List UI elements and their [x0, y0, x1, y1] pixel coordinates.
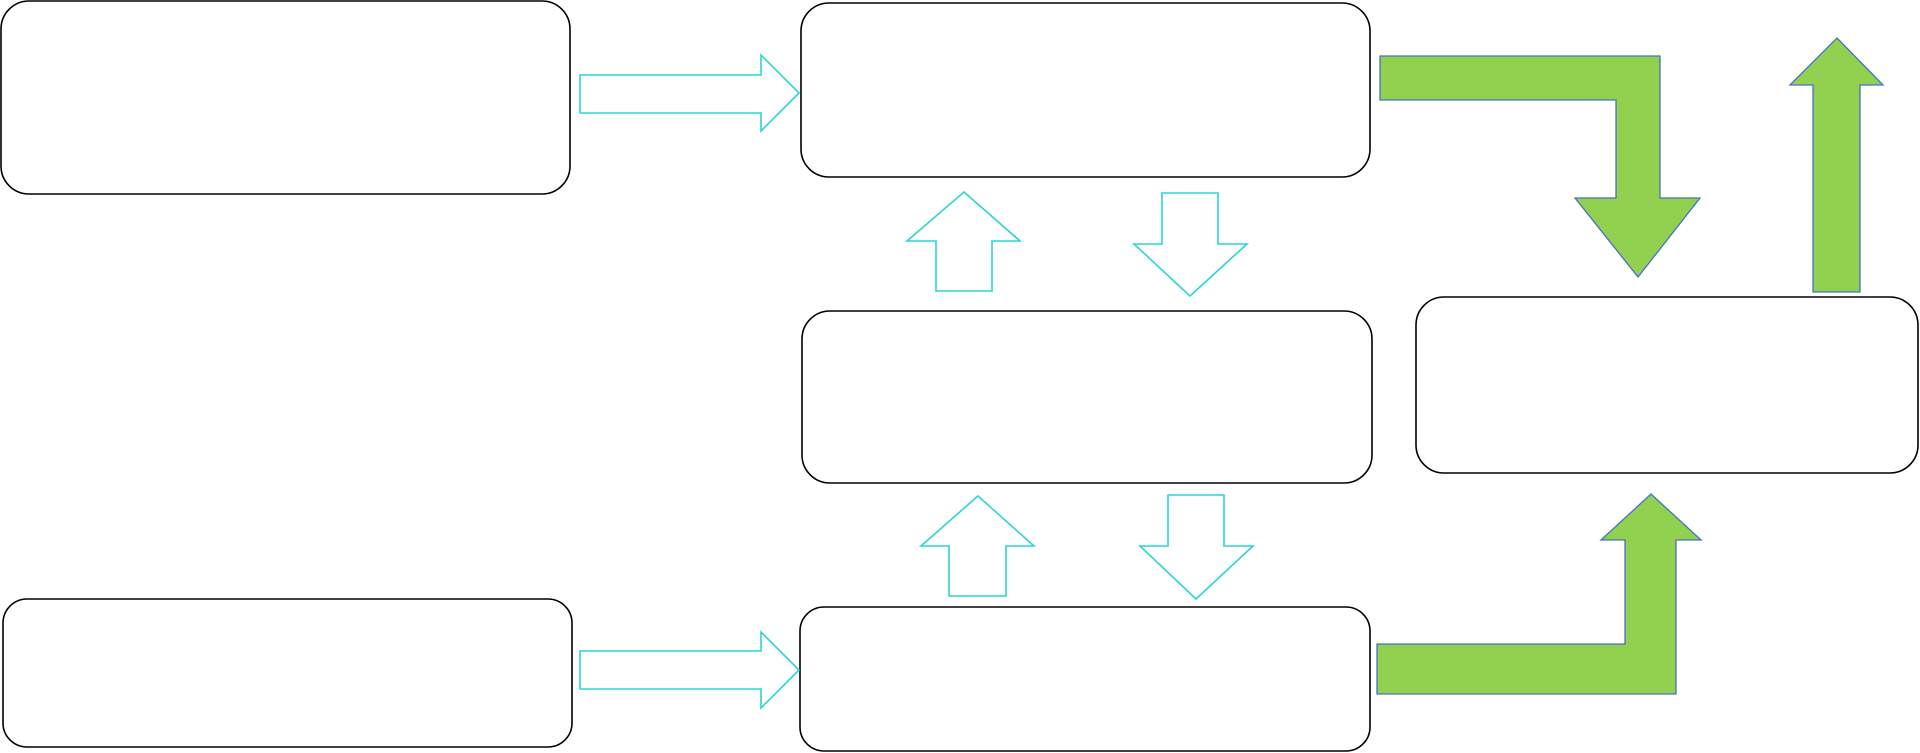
arrow-up-top-outline — [904, 190, 1023, 292]
arrow-bent-up-green — [1376, 493, 1703, 695]
box-bottom-left — [2, 598, 573, 748]
box-center-bottom — [799, 606, 1371, 752]
box-right — [1415, 296, 1919, 474]
box-center-middle — [801, 310, 1373, 484]
box-center-top — [800, 2, 1371, 178]
arrow-up-bottom-outline — [918, 494, 1037, 597]
arrow-right-bottom-outline — [579, 630, 801, 710]
arrow-right-top-outline — [579, 53, 801, 133]
box-top-left — [0, 0, 571, 195]
arrow-down-bottom-outline — [1137, 494, 1256, 601]
arrow-bent-down-green — [1379, 55, 1702, 279]
arrow-down-top-outline — [1131, 192, 1250, 298]
arrow-up-right-green — [1788, 37, 1885, 293]
